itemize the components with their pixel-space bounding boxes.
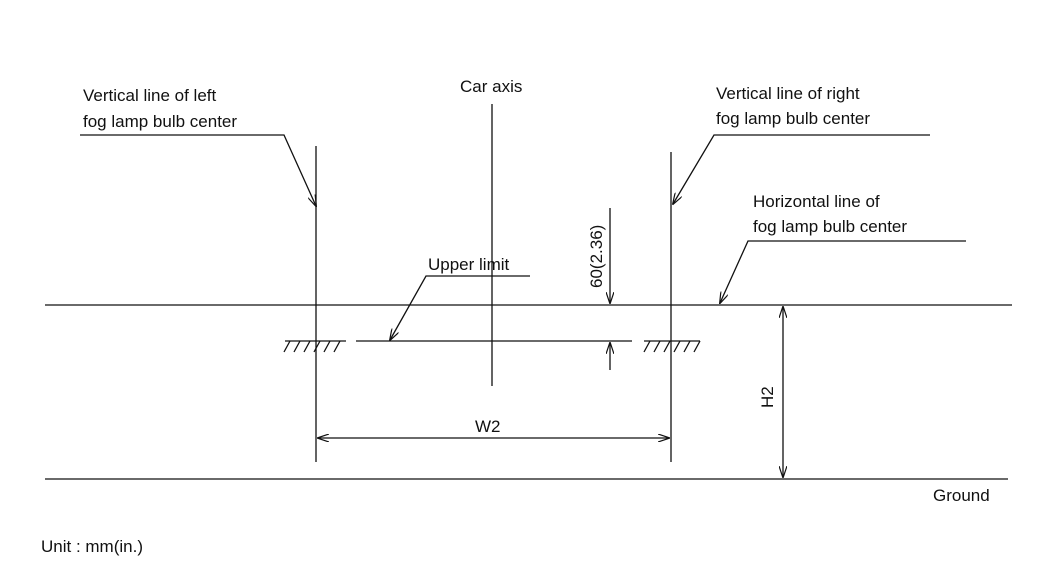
left-label-leader bbox=[80, 134, 316, 206]
right-label-leader bbox=[673, 134, 930, 204]
offset-dimension-label: 60(2.36) bbox=[587, 225, 606, 288]
car-axis-label: Car axis bbox=[460, 77, 522, 96]
horizontal-line-label-line1: Horizontal line of bbox=[753, 192, 880, 211]
width-dimension-label: W2 bbox=[475, 417, 501, 436]
right-line-label-line2: fog lamp bulb center bbox=[716, 109, 870, 128]
unit-label: Unit : mm(in.) bbox=[41, 537, 143, 556]
right-line-label-line1: Vertical line of right bbox=[716, 84, 860, 103]
height-dimension-label: H2 bbox=[758, 386, 777, 408]
left-hatch-symbol bbox=[283, 340, 346, 353]
right-hatch-symbol bbox=[643, 340, 701, 353]
upper-limit-label: Upper limit bbox=[428, 255, 510, 274]
upper-limit-leader bbox=[390, 275, 530, 340]
ground-label: Ground bbox=[933, 486, 990, 505]
horizontal-label-leader bbox=[720, 240, 966, 303]
horizontal-line-label-line2: fog lamp bulb center bbox=[753, 217, 907, 236]
left-line-label-line1: Vertical line of left bbox=[83, 86, 217, 105]
left-line-label-line2: fog lamp bulb center bbox=[83, 112, 237, 131]
